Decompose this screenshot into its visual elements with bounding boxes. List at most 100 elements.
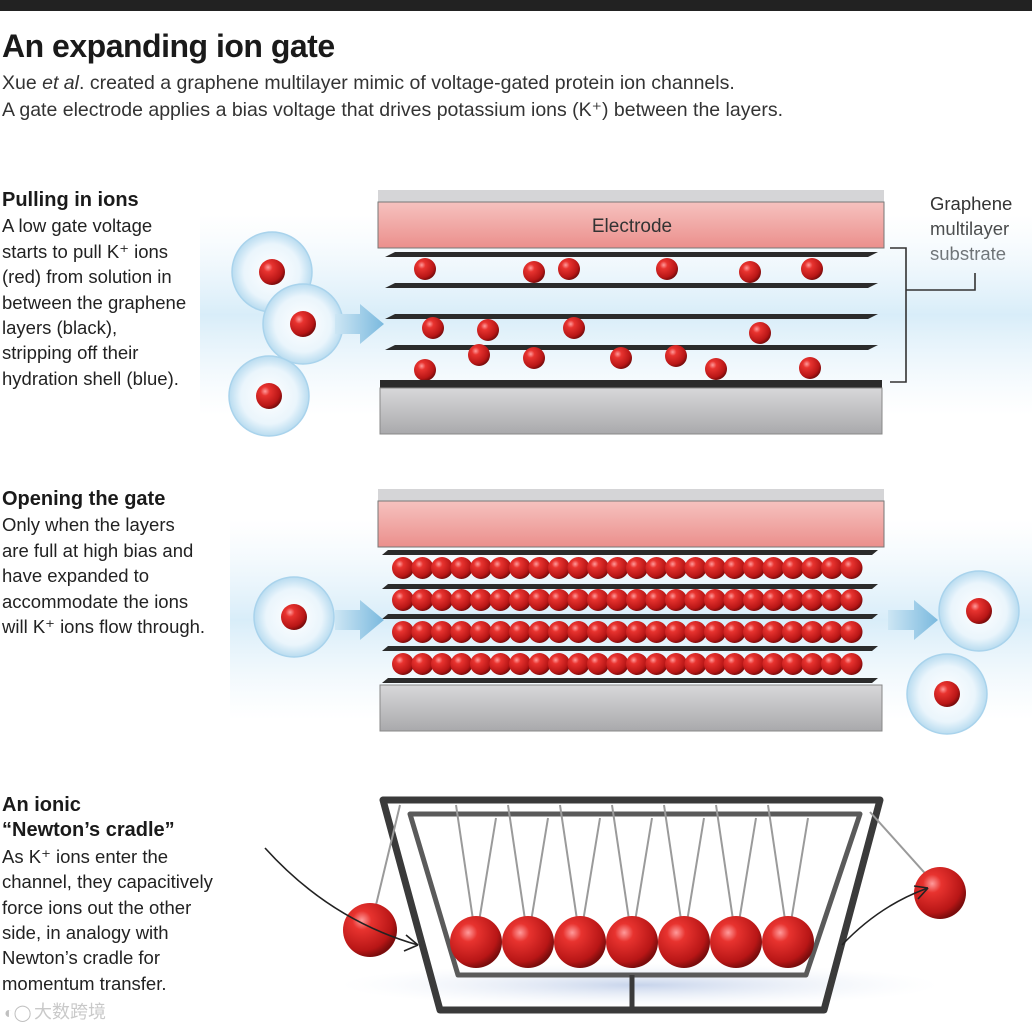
- potassium-ion: [411, 557, 434, 579]
- potassium-ion: [587, 621, 609, 643]
- potassium-ion: [414, 359, 436, 381]
- electrode: [377, 201, 885, 249]
- potassium-ion: [782, 621, 804, 643]
- potassium-ion: [914, 867, 966, 919]
- cradle-frame-outer: [379, 796, 884, 1014]
- potassium-ion: [450, 621, 473, 643]
- potassium-ion: [528, 557, 551, 579]
- potassium-ion: [626, 557, 648, 579]
- potassium-ion: [626, 589, 648, 611]
- section-heading: Pulling in ions: [2, 189, 139, 211]
- potassium-ion: [411, 621, 434, 643]
- potassium-ion: [259, 259, 285, 285]
- potassium-ion: [509, 589, 531, 611]
- potassium-ion: [470, 621, 492, 643]
- graphene-layer: [385, 345, 878, 350]
- hydrated-ion: [253, 576, 335, 658]
- potassium-ion: [665, 621, 687, 643]
- hydrated-ion: [262, 283, 344, 365]
- graphene-layer: [385, 252, 878, 257]
- potassium-ion: [801, 589, 824, 611]
- subtitle-author: Xue: [2, 72, 43, 94]
- substrate-base: [379, 684, 883, 732]
- hydrated-ion: [228, 355, 310, 437]
- potassium-ion: [684, 589, 707, 611]
- potassium-ion: [762, 653, 785, 675]
- arrow-head: [913, 885, 929, 900]
- potassium-ion: [450, 653, 473, 675]
- potassium-ion: [256, 383, 282, 409]
- potassium-ion: [762, 916, 814, 968]
- potassium-ion: [477, 319, 499, 341]
- potassium-ion: [523, 261, 545, 283]
- potassium-ion: [743, 557, 765, 579]
- potassium-ion: [392, 653, 414, 675]
- potassium-ion: [840, 589, 863, 611]
- potassium-ion: [665, 589, 687, 611]
- potassium-ion: [587, 653, 609, 675]
- substrate-bracket: [890, 247, 976, 383]
- substrate-label-line: Graphene: [930, 193, 1013, 214]
- potassium-ion: [801, 557, 824, 579]
- electrode: [377, 500, 885, 548]
- potassium-ion: [704, 653, 726, 675]
- potassium-ion: [450, 589, 473, 611]
- potassium-ion: [431, 557, 453, 579]
- bottom-graphene-layer: [380, 380, 882, 388]
- potassium-ion: [606, 589, 629, 611]
- graphene-layer: [382, 584, 878, 589]
- section-body-line: stripping off their: [2, 342, 139, 364]
- potassium-ion: [665, 557, 687, 579]
- panel-opening-gate: [230, 489, 1032, 735]
- potassium-ion: [450, 916, 502, 968]
- potassium-ion: [704, 557, 726, 579]
- potassium-ion: [821, 589, 843, 611]
- watermark-logo-icon: ◐◯: [4, 1005, 32, 1022]
- section-heading: “Newton’s cradle”: [2, 819, 175, 842]
- subtitle-line-1: Xue et al. created a graphene multilayer…: [2, 70, 783, 97]
- potassium-ion: [934, 681, 960, 707]
- potassium-ion: [710, 916, 762, 968]
- electrode-top: [378, 190, 884, 202]
- potassium-ion: [606, 557, 629, 579]
- potassium-ion: [840, 621, 863, 643]
- potassium-ion: [966, 598, 992, 624]
- potassium-ion: [290, 311, 316, 337]
- potassium-ion: [723, 557, 746, 579]
- potassium-ion: [840, 557, 863, 579]
- section-body-line: Only when the layers: [2, 514, 175, 536]
- flow-arrow-out: [888, 600, 938, 640]
- electrode-label: Electrode: [592, 216, 672, 237]
- potassium-ion: [528, 589, 551, 611]
- potassium-ion: [801, 258, 823, 280]
- section-body-line: (red) from solution in: [2, 266, 172, 288]
- potassium-ion: [645, 621, 668, 643]
- potassium-ion: [567, 653, 590, 675]
- potassium-ion: [656, 258, 678, 280]
- potassium-ion: [548, 621, 570, 643]
- potassium-ion: [554, 916, 606, 968]
- graphene-layer: [385, 283, 878, 288]
- potassium-ion: [470, 653, 492, 675]
- potassium-ion: [509, 653, 531, 675]
- intercalated-ions: [392, 557, 863, 675]
- section-pulling-in-ions: Pulling in ions A low gate voltage start…: [2, 188, 212, 391]
- potassium-ion: [431, 589, 453, 611]
- cradle-frame-inner: [407, 811, 863, 978]
- flow-arrow: [335, 304, 384, 344]
- potassium-ion: [626, 621, 648, 643]
- graphene-layer: [382, 646, 878, 651]
- flow-arrow-in: [335, 600, 384, 640]
- section-body-line: force ions out the other: [2, 896, 192, 918]
- graphene-layer: [382, 550, 878, 555]
- potassium-ion: [470, 589, 492, 611]
- graphene-layer: [382, 614, 878, 619]
- potassium-ion: [684, 557, 707, 579]
- cradle-balls: [343, 867, 966, 968]
- top-bar: [0, 0, 1032, 11]
- potassium-ion: [567, 621, 590, 643]
- section-body-line: will K⁺ ions flow through.: [2, 616, 206, 638]
- potassium-ion: [665, 653, 687, 675]
- substrate-base: [379, 387, 883, 435]
